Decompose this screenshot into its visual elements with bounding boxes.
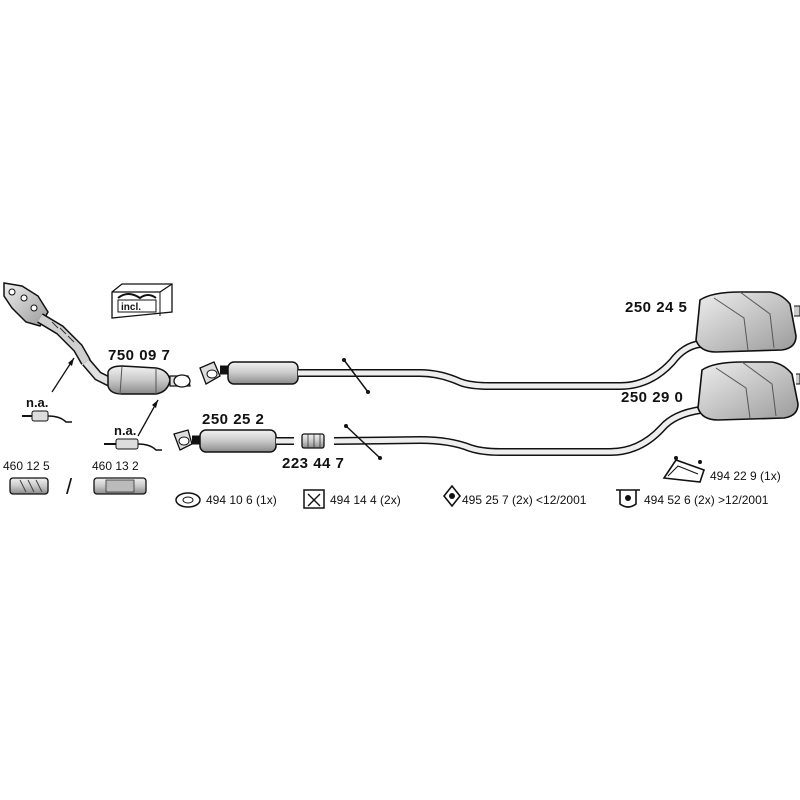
accessory-hanger: 494 14 4 (2x) bbox=[330, 493, 401, 507]
sensor-part-460125: 460 12 5 bbox=[3, 459, 50, 473]
accessory-rear-bracket: 494 22 9 (1x) bbox=[710, 469, 781, 483]
part-number-rear-silencer-top: 250 24 5 bbox=[625, 299, 688, 316]
accessory-gasket: 494 10 6 (1x) bbox=[206, 493, 277, 507]
rubber-mount-old-icon bbox=[442, 484, 462, 508]
upper-pipe-assembly bbox=[199, 340, 701, 394]
rear-silencer-lower bbox=[697, 361, 800, 421]
incl-box-icon bbox=[111, 283, 173, 319]
catalytic-converter bbox=[107, 365, 191, 395]
accessory-rubber-mount-old: 495 25 7 (2x) <12/2001 bbox=[462, 493, 587, 507]
sensor-part-460132: 460 13 2 bbox=[92, 459, 139, 473]
lambda-sensor-2 bbox=[104, 438, 162, 451]
flex-pipe-460132 bbox=[93, 477, 147, 495]
gasket-icon bbox=[175, 492, 201, 508]
hanger-icon bbox=[303, 489, 325, 509]
incl-label: incl. bbox=[121, 302, 142, 313]
lambda-sensor-1 bbox=[22, 410, 72, 423]
separator-slash: / bbox=[66, 474, 73, 499]
part-number-clamp: 223 44 7 bbox=[282, 455, 345, 472]
part-number-catalytic-converter: 750 09 7 bbox=[108, 347, 171, 364]
part-number-center-silencer: 250 25 2 bbox=[202, 411, 265, 428]
rubber-mount-new-icon bbox=[616, 489, 640, 508]
rear-silencer-upper bbox=[695, 291, 800, 353]
lower-pipe-assembly bbox=[173, 406, 701, 460]
na-label-1: n.a. bbox=[26, 395, 49, 410]
part-number-rear-silencer-bottom: 250 29 0 bbox=[621, 389, 684, 406]
rear-bracket-icon bbox=[662, 456, 706, 483]
flex-pipe-460125 bbox=[9, 477, 49, 495]
accessory-rubber-mount-new: 494 52 6 (2x) >12/2001 bbox=[644, 493, 769, 507]
exhaust-manifold bbox=[3, 282, 113, 387]
na-label-2: n.a. bbox=[114, 423, 137, 438]
